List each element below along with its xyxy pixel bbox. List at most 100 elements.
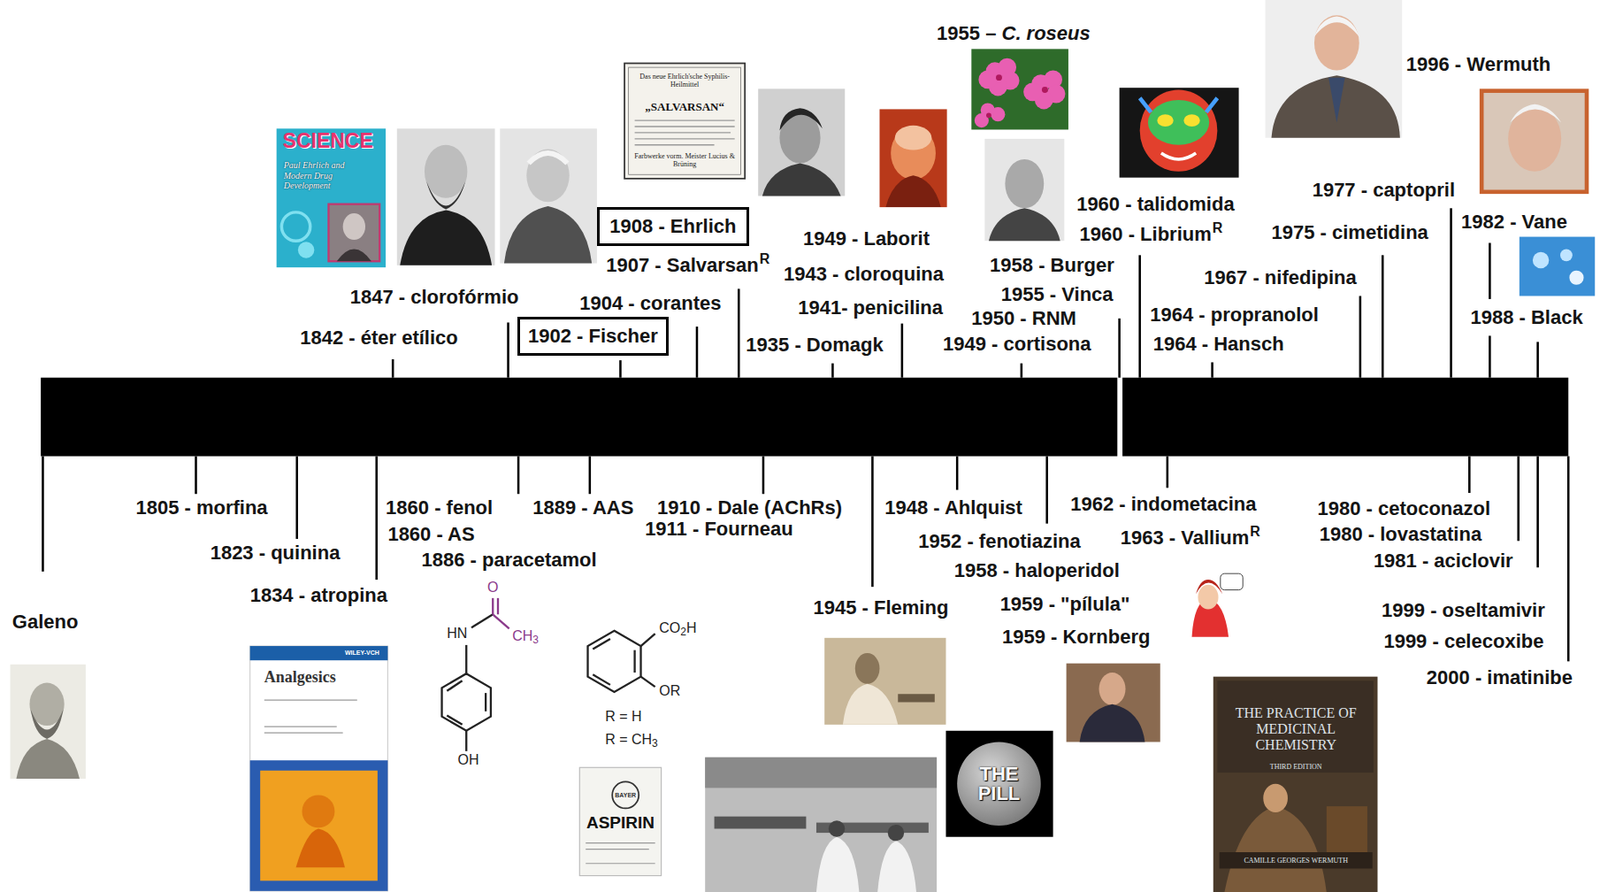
atom-label: R = H bbox=[604, 708, 642, 725]
book-cover bbox=[250, 645, 389, 660]
timeline-label: 1860 - fenol bbox=[385, 496, 493, 519]
tick-line bbox=[762, 456, 766, 495]
portrait-photo bbox=[528, 153, 568, 164]
chemical-structure bbox=[633, 650, 636, 673]
book-cover bbox=[276, 128, 386, 268]
ad-text: Das neue Ehrlich'sche Syphilis-Heilmitte… bbox=[631, 73, 738, 90]
timeline-label: 1823 - quinina bbox=[210, 541, 341, 564]
chemical-structure bbox=[497, 597, 499, 614]
newspaper-ad bbox=[628, 67, 742, 175]
label-part: HN bbox=[446, 625, 467, 641]
molecule-image bbox=[1569, 270, 1584, 285]
atom-label: O bbox=[487, 579, 498, 596]
timeline-label: 1977 - captopril bbox=[1312, 178, 1455, 201]
atom-label: OR bbox=[658, 682, 681, 699]
newspaper-ad bbox=[635, 125, 735, 127]
tick-line bbox=[41, 456, 45, 572]
timeline-label: 1842 - éter etílico bbox=[299, 326, 459, 349]
tick-line bbox=[506, 321, 510, 377]
timeline-bar bbox=[40, 377, 1569, 457]
tick-line bbox=[1536, 456, 1539, 568]
lab-photo bbox=[877, 840, 917, 892]
pop-art-face bbox=[1183, 114, 1200, 127]
pill-image bbox=[945, 730, 1053, 837]
label-part: OR bbox=[658, 682, 681, 698]
sepia-photo bbox=[824, 637, 946, 725]
lab-photo bbox=[714, 816, 807, 829]
portrait-photo bbox=[499, 128, 598, 263]
label-part: O bbox=[487, 579, 498, 595]
timeline-label: 1941- penicilina bbox=[797, 296, 943, 319]
chemical-structure bbox=[492, 613, 509, 628]
molecule-image bbox=[1519, 237, 1595, 297]
book-cover bbox=[250, 645, 389, 891]
portrait-photo bbox=[1066, 663, 1161, 743]
book-cover bbox=[298, 241, 314, 258]
head-image bbox=[885, 175, 941, 207]
newspaper-ad bbox=[635, 119, 735, 121]
book-cover bbox=[336, 248, 372, 261]
head-image bbox=[879, 108, 947, 207]
newspaper-ad bbox=[635, 131, 731, 133]
pill-text: THE PILL bbox=[957, 764, 1040, 804]
event-box: 1908 - Ehrlich bbox=[597, 206, 750, 246]
aspirin-ad bbox=[612, 780, 639, 808]
lab-photo bbox=[704, 757, 937, 892]
molecule-image bbox=[1519, 237, 1595, 297]
tick-line bbox=[194, 456, 198, 495]
chemical-structure bbox=[446, 714, 462, 724]
timeline-label: 1996 - Wermuth bbox=[1406, 53, 1551, 76]
flower-photo bbox=[1023, 82, 1042, 101]
portrait-photo bbox=[424, 145, 467, 199]
pop-art-woman bbox=[1186, 569, 1246, 637]
portrait-photo bbox=[1479, 88, 1589, 194]
portrait-photo bbox=[757, 88, 845, 196]
portrait-photo bbox=[526, 148, 569, 202]
tick-line bbox=[391, 359, 395, 378]
pop-art-face bbox=[1140, 89, 1218, 171]
portrait-engraving bbox=[30, 709, 64, 739]
label-part: R = CH bbox=[604, 731, 652, 747]
timeline-label: 1935 - Domagk bbox=[745, 333, 883, 356]
timeline-label: 1948 - Ahlquist bbox=[884, 496, 1023, 519]
tick-line bbox=[375, 456, 378, 581]
book-cover bbox=[328, 204, 380, 262]
portrait-photo bbox=[1099, 672, 1126, 705]
tick-line bbox=[737, 288, 741, 377]
chemical-structure bbox=[484, 692, 487, 712]
timeline-label: 1904 - corantes bbox=[579, 291, 721, 314]
flower-photo bbox=[986, 74, 1049, 118]
portrait-photo bbox=[504, 206, 592, 264]
book-cover bbox=[260, 770, 378, 881]
timeline-label: 1964 - propranolol bbox=[1149, 303, 1319, 326]
pop-art-woman bbox=[1220, 573, 1243, 590]
timeline-label: 1967 - nifedipina bbox=[1203, 266, 1356, 289]
pop-art-woman bbox=[1186, 569, 1246, 637]
chemical-structure bbox=[588, 630, 656, 692]
book-note: CAMILLE GEORGES WERMUTH bbox=[1219, 856, 1373, 865]
portrait-photo bbox=[757, 88, 845, 196]
book-cover bbox=[276, 128, 386, 268]
aspirin-ad bbox=[579, 766, 661, 875]
portrait-photo bbox=[397, 128, 496, 266]
tick-line bbox=[619, 359, 622, 378]
timeline-label: 1999 - celecoxibe bbox=[1383, 629, 1544, 652]
tick-line bbox=[1536, 341, 1539, 377]
portrait-photo bbox=[426, 181, 466, 209]
book-cover bbox=[1219, 851, 1373, 868]
timeline-label: 1949 - cortisona bbox=[942, 332, 1092, 355]
book-cover bbox=[264, 698, 358, 700]
lab-photo bbox=[816, 836, 859, 892]
label-part: C. roseus bbox=[1002, 22, 1091, 45]
tick-line bbox=[1381, 254, 1385, 377]
portrait-photo bbox=[1004, 159, 1044, 208]
label-part: 1955 – bbox=[936, 22, 1002, 45]
tick-line bbox=[1516, 456, 1520, 542]
pop-art-face bbox=[1119, 87, 1240, 177]
timeline-label: 1907 - Salvarsan bbox=[605, 253, 758, 276]
book-cover bbox=[1213, 676, 1378, 892]
flower-photo bbox=[978, 70, 997, 90]
atom-label: CH3 bbox=[512, 627, 539, 644]
label-part: CO bbox=[658, 620, 681, 636]
timeline-label: 1910 - Dale (AChRs) bbox=[657, 496, 843, 519]
